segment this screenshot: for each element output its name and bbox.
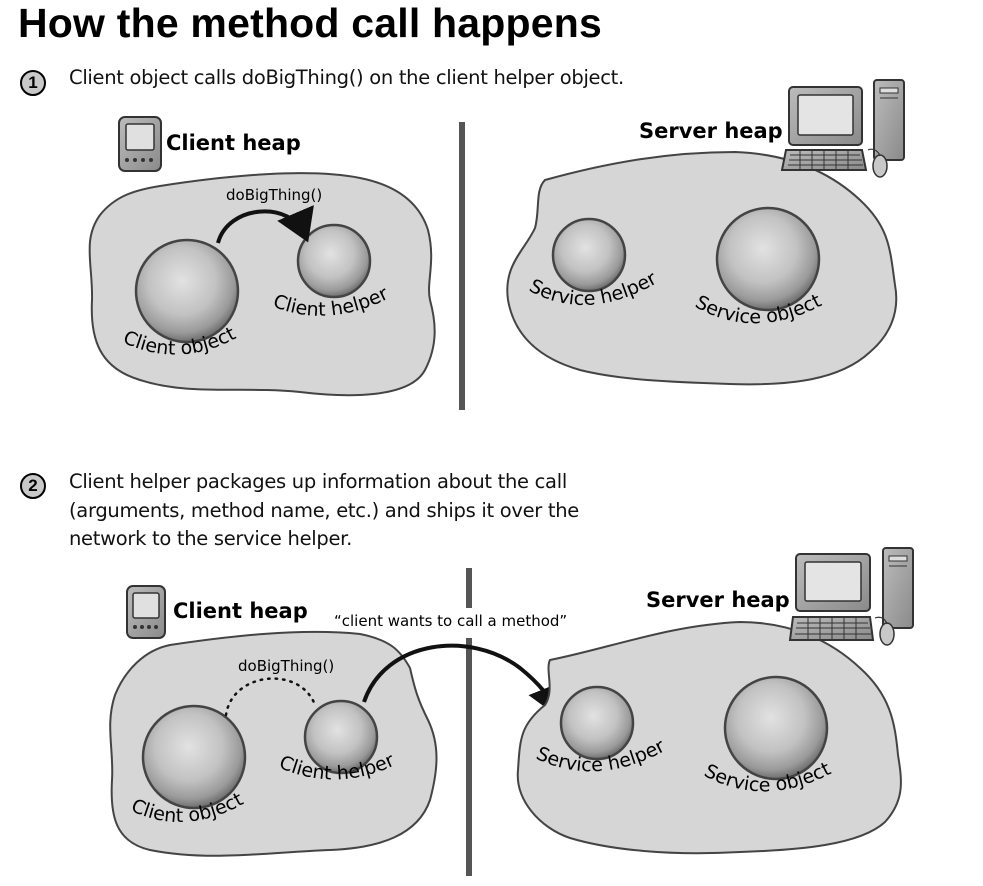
step-1-diagram: Client heap doBigThing() Client object C… xyxy=(88,79,905,410)
page-title: How the method call happens xyxy=(18,0,603,46)
call-label: doBigThing() xyxy=(238,657,334,675)
step-2-diagram: Client heap doBigThing() Client object C… xyxy=(109,547,914,876)
server-heap-region xyxy=(506,150,898,386)
network-divider xyxy=(466,638,472,876)
network-divider xyxy=(466,568,472,608)
client-object-sphere xyxy=(134,238,240,344)
server-heap-region xyxy=(516,620,902,855)
call-label: doBigThing() xyxy=(226,186,322,204)
desktop-computer-icon xyxy=(780,79,905,178)
step-2-description-line-3: network to the service helper. xyxy=(69,527,352,550)
network-divider xyxy=(459,122,465,410)
client-helper-sphere xyxy=(303,699,379,775)
step-2-number-badge: 2 xyxy=(20,473,46,499)
step-1-description: Client object calls doBigThing() on the … xyxy=(69,66,624,89)
client-helper-sphere xyxy=(296,223,372,299)
service-object-sphere xyxy=(723,675,829,781)
service-helper-sphere xyxy=(559,685,635,761)
server-heap-label: Server heap xyxy=(639,119,783,143)
pda-icon xyxy=(126,585,166,639)
service-helper-sphere xyxy=(551,217,627,293)
service-object-sphere xyxy=(715,206,821,312)
step-2-description-line-1: Client helper packages up information ab… xyxy=(69,470,567,493)
pda-icon xyxy=(118,116,162,172)
client-heap-label: Client heap xyxy=(166,131,301,155)
client-object-sphere xyxy=(141,704,247,810)
dotted-call-arrow xyxy=(224,677,317,717)
desktop-computer-icon xyxy=(788,547,914,646)
call-arrow xyxy=(216,205,314,244)
network-call-arrow xyxy=(362,643,566,718)
step-2-description-line-2: (arguments, method name, etc.) and ships… xyxy=(69,499,579,522)
network-message-label: “client wants to call a method” xyxy=(334,612,567,630)
step-1-number-badge: 1 xyxy=(20,70,46,96)
server-heap-label: Server heap xyxy=(646,588,790,612)
client-heap-label: Client heap xyxy=(173,599,308,623)
